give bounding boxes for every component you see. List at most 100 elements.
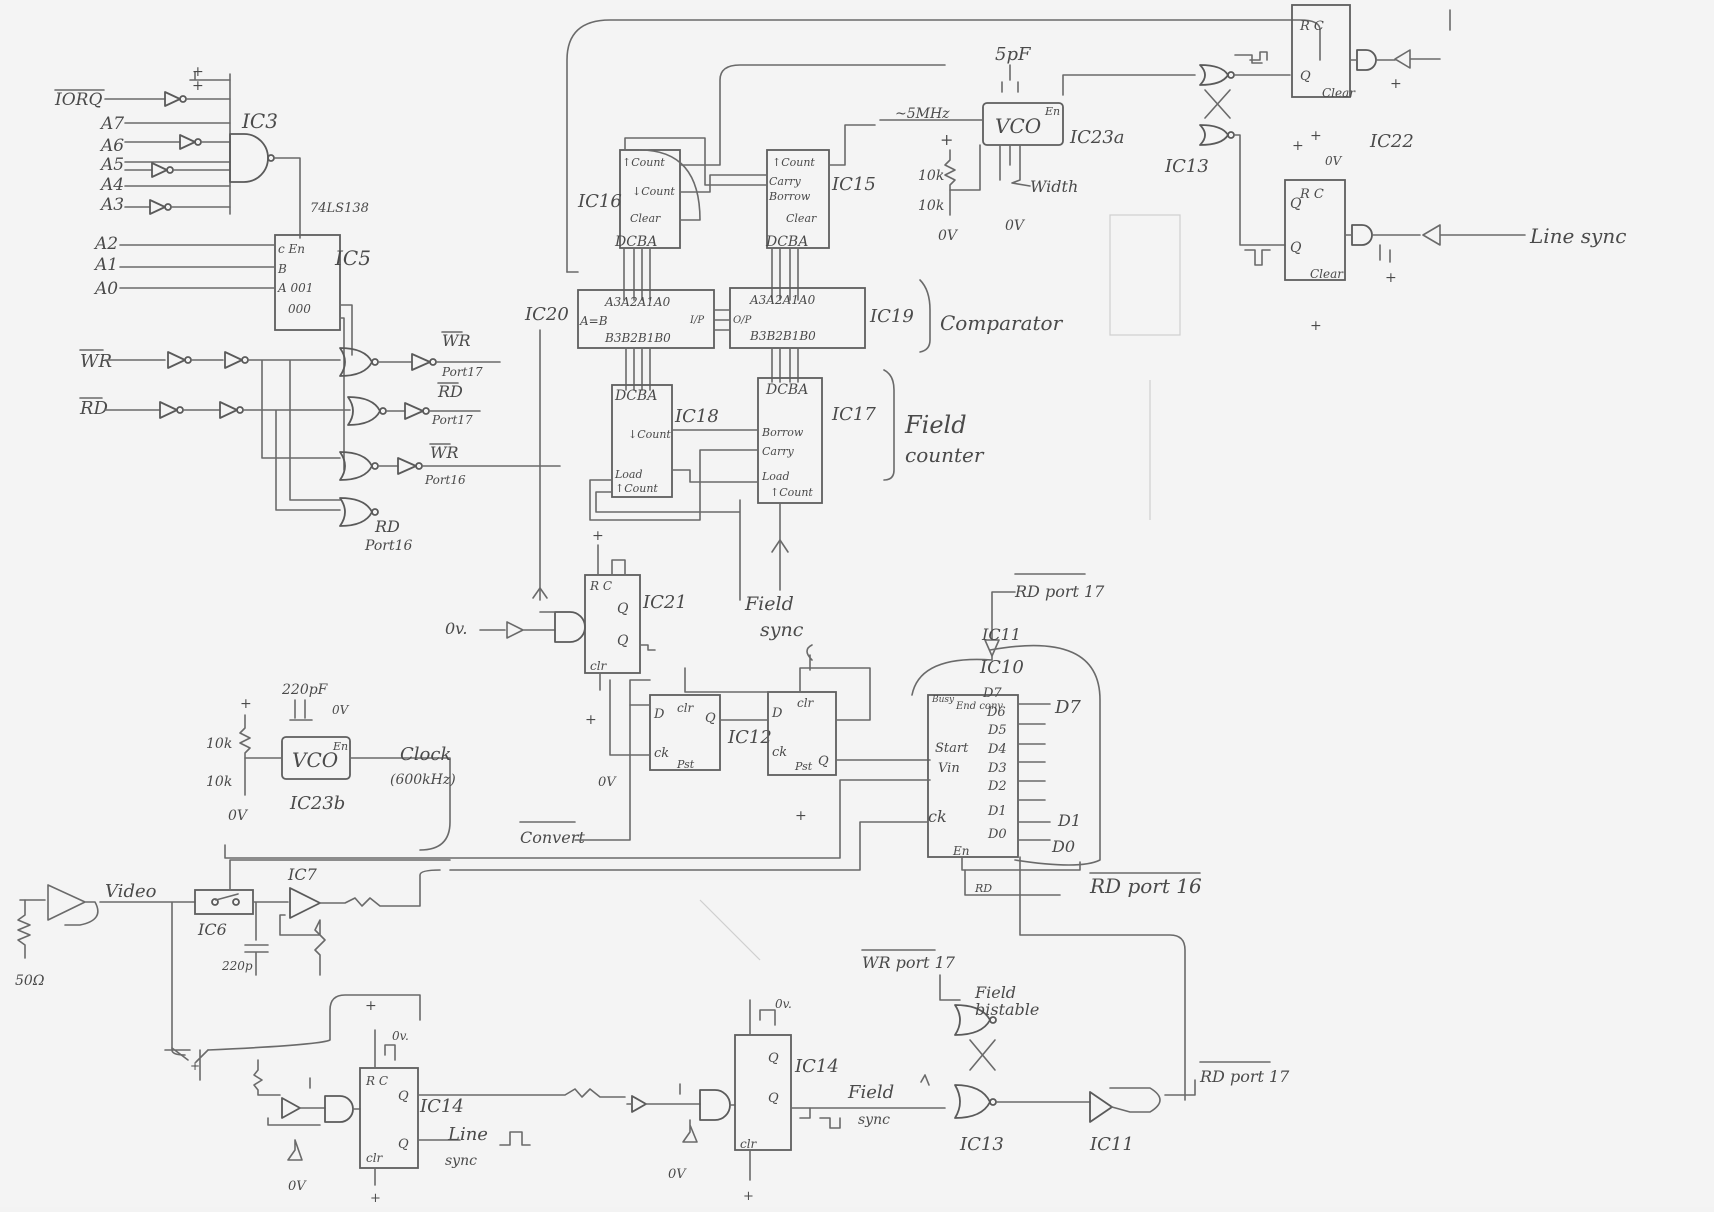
svg-text:B3B2B1B0: B3B2B1B0 — [604, 331, 671, 345]
svg-text:I/P: I/P — [689, 315, 704, 326]
svg-text:+: + — [743, 1189, 754, 1204]
svg-text:DCBA: DCBA — [614, 234, 657, 250]
svg-text:WR: WR — [430, 443, 459, 462]
svg-text:220p: 220p — [221, 959, 253, 973]
ic14b-monostable — [734, 1034, 792, 1151]
flipflop-block: 0v. R C Q Q clr IC21 + + clr D Q ck Pst … — [445, 329, 931, 824]
field-bistable-label-2: bistable — [975, 1000, 1039, 1019]
ic11-top-label: IC11 — [981, 625, 1021, 644]
svg-text:0V: 0V — [1005, 218, 1026, 234]
svg-text:Start: Start — [935, 741, 969, 756]
svg-text:0V: 0V — [598, 775, 617, 790]
ic22-label: IC22 — [1369, 131, 1414, 152]
svg-text:R C: R C — [1299, 187, 1324, 202]
svg-text:↓Count: ↓Count — [628, 428, 671, 441]
ic17-counter — [757, 377, 823, 504]
ic6-label: IC6 — [197, 920, 227, 939]
field-bistable-block: WR port 17 Field bistable IC13 IC11 RD p… — [861, 949, 1290, 1155]
ic20-comparator — [577, 289, 715, 349]
svg-text:+: + — [795, 808, 807, 824]
svg-text:+: + — [1310, 128, 1322, 144]
d-pin-1: D6 — [986, 705, 1006, 720]
svg-text:+: + — [940, 130, 953, 149]
clock-freq-label: (600kHz) — [390, 772, 456, 788]
line-sync-label: Line sync — [1529, 224, 1626, 248]
field-bistable-label-1: Field — [974, 983, 1016, 1002]
svg-text:c En: c En — [278, 242, 305, 256]
svg-text:0v.: 0v. — [445, 619, 467, 638]
svg-text:0V: 0V — [668, 1167, 687, 1182]
svg-text:Port16: Port16 — [364, 538, 413, 554]
rd-port17-bottom-label: RD port 17 — [1199, 1067, 1290, 1086]
svg-text:Clear: Clear — [1322, 86, 1356, 100]
ic18-counter — [611, 384, 673, 498]
wr-port17-bottom-label: WR port 17 — [862, 953, 956, 972]
counter-block: ↑Count ↓Count Clear DCBA IC16 ↑Count Car… — [524, 19, 1321, 641]
svg-text:Q: Q — [1300, 69, 1311, 84]
faint-marks — [699, 214, 1181, 961]
svg-text:+: + — [585, 712, 597, 728]
svg-text:DCBA: DCBA — [765, 382, 808, 398]
svg-text:Q: Q — [398, 1137, 409, 1152]
svg-text:0V: 0V — [332, 703, 350, 717]
ic5-label: IC5 — [334, 246, 371, 270]
ic14a-monostable — [359, 1067, 419, 1169]
svg-text:Port17: Port17 — [431, 413, 473, 427]
ic23b-label: IC23b — [289, 793, 345, 814]
field-sync-label-1: Field — [744, 593, 794, 615]
svg-text:+: + — [192, 78, 204, 94]
svg-text:B: B — [277, 262, 287, 276]
svg-text:Carry: Carry — [762, 445, 794, 458]
ic3-and-gate — [229, 133, 269, 183]
line-sync-label-2: sync — [445, 1153, 477, 1169]
svg-text:ck: ck — [772, 745, 787, 760]
50ohm-label: 50Ω — [15, 973, 45, 989]
ic12-label: IC12 — [727, 727, 772, 748]
ic7-label: IC7 — [287, 865, 318, 884]
video-input-block: 50Ω Video IC6 220p IC7 + 0V R C Q Q clr … — [15, 859, 946, 1206]
svg-text:Q: Q — [617, 601, 629, 617]
d-pin-7: D0 — [987, 827, 1007, 842]
svg-text:Pst: Pst — [794, 760, 813, 773]
rd-port17-gate — [347, 396, 381, 426]
ic22b-monostable — [1284, 179, 1346, 281]
svg-text:Borrow: Borrow — [768, 190, 811, 203]
a0-label: A0 — [93, 279, 118, 299]
220pf-label: 220pF — [281, 682, 329, 698]
rd-port16-right-label: RD port 16 — [1089, 874, 1202, 898]
svg-text:RD: RD — [437, 382, 463, 401]
5pf-label: 5pF — [995, 44, 1032, 65]
svg-text:Clear: Clear — [630, 212, 661, 225]
d7-out-label: D7 — [1054, 697, 1081, 718]
svg-text:Q: Q — [768, 1051, 779, 1066]
svg-text:R C: R C — [365, 1074, 388, 1088]
svg-text:+: + — [1385, 270, 1397, 286]
svg-text:RD: RD — [974, 882, 992, 895]
svg-text:A3A2A1A0: A3A2A1A0 — [749, 293, 816, 307]
svg-text:Port16: Port16 — [424, 473, 466, 487]
d-pin-4: D3 — [987, 761, 1007, 776]
svg-text:En: En — [332, 740, 348, 753]
svg-text:0v.: 0v. — [775, 997, 792, 1011]
svg-text:+: + — [1310, 318, 1322, 334]
svg-text:Busy: Busy — [931, 695, 955, 705]
ic14-right-label: IC14 — [794, 1056, 839, 1077]
field-sync-bottom-2: sync — [858, 1112, 890, 1128]
svg-text:ck: ck — [928, 807, 947, 826]
line-sync-label-1: Line — [447, 1124, 488, 1145]
d-pin-2: D5 — [987, 723, 1007, 738]
address-decoder: IORQ A7 A6 A5 A4 A3 + + IC3 74LS138 c En… — [54, 64, 561, 554]
svg-text:10k: 10k — [918, 198, 944, 214]
field-sync-label-2: sync — [760, 619, 804, 641]
svg-text:Load: Load — [614, 468, 643, 481]
rd-port17-right-label: RD port 17 — [1014, 582, 1105, 601]
svg-text:DCBA: DCBA — [765, 234, 808, 250]
d0-out-label: D0 — [1051, 837, 1075, 856]
ic17-label: IC17 — [831, 404, 876, 425]
svg-text:Pst: Pst — [676, 758, 695, 771]
ic13-top-label: IC13 — [1164, 156, 1209, 177]
ic13-bottom-label: IC13 — [959, 1134, 1004, 1155]
svg-text:VCO: VCO — [292, 748, 338, 772]
svg-text:+: + — [190, 1059, 200, 1073]
a7-label: A7 — [99, 114, 124, 134]
